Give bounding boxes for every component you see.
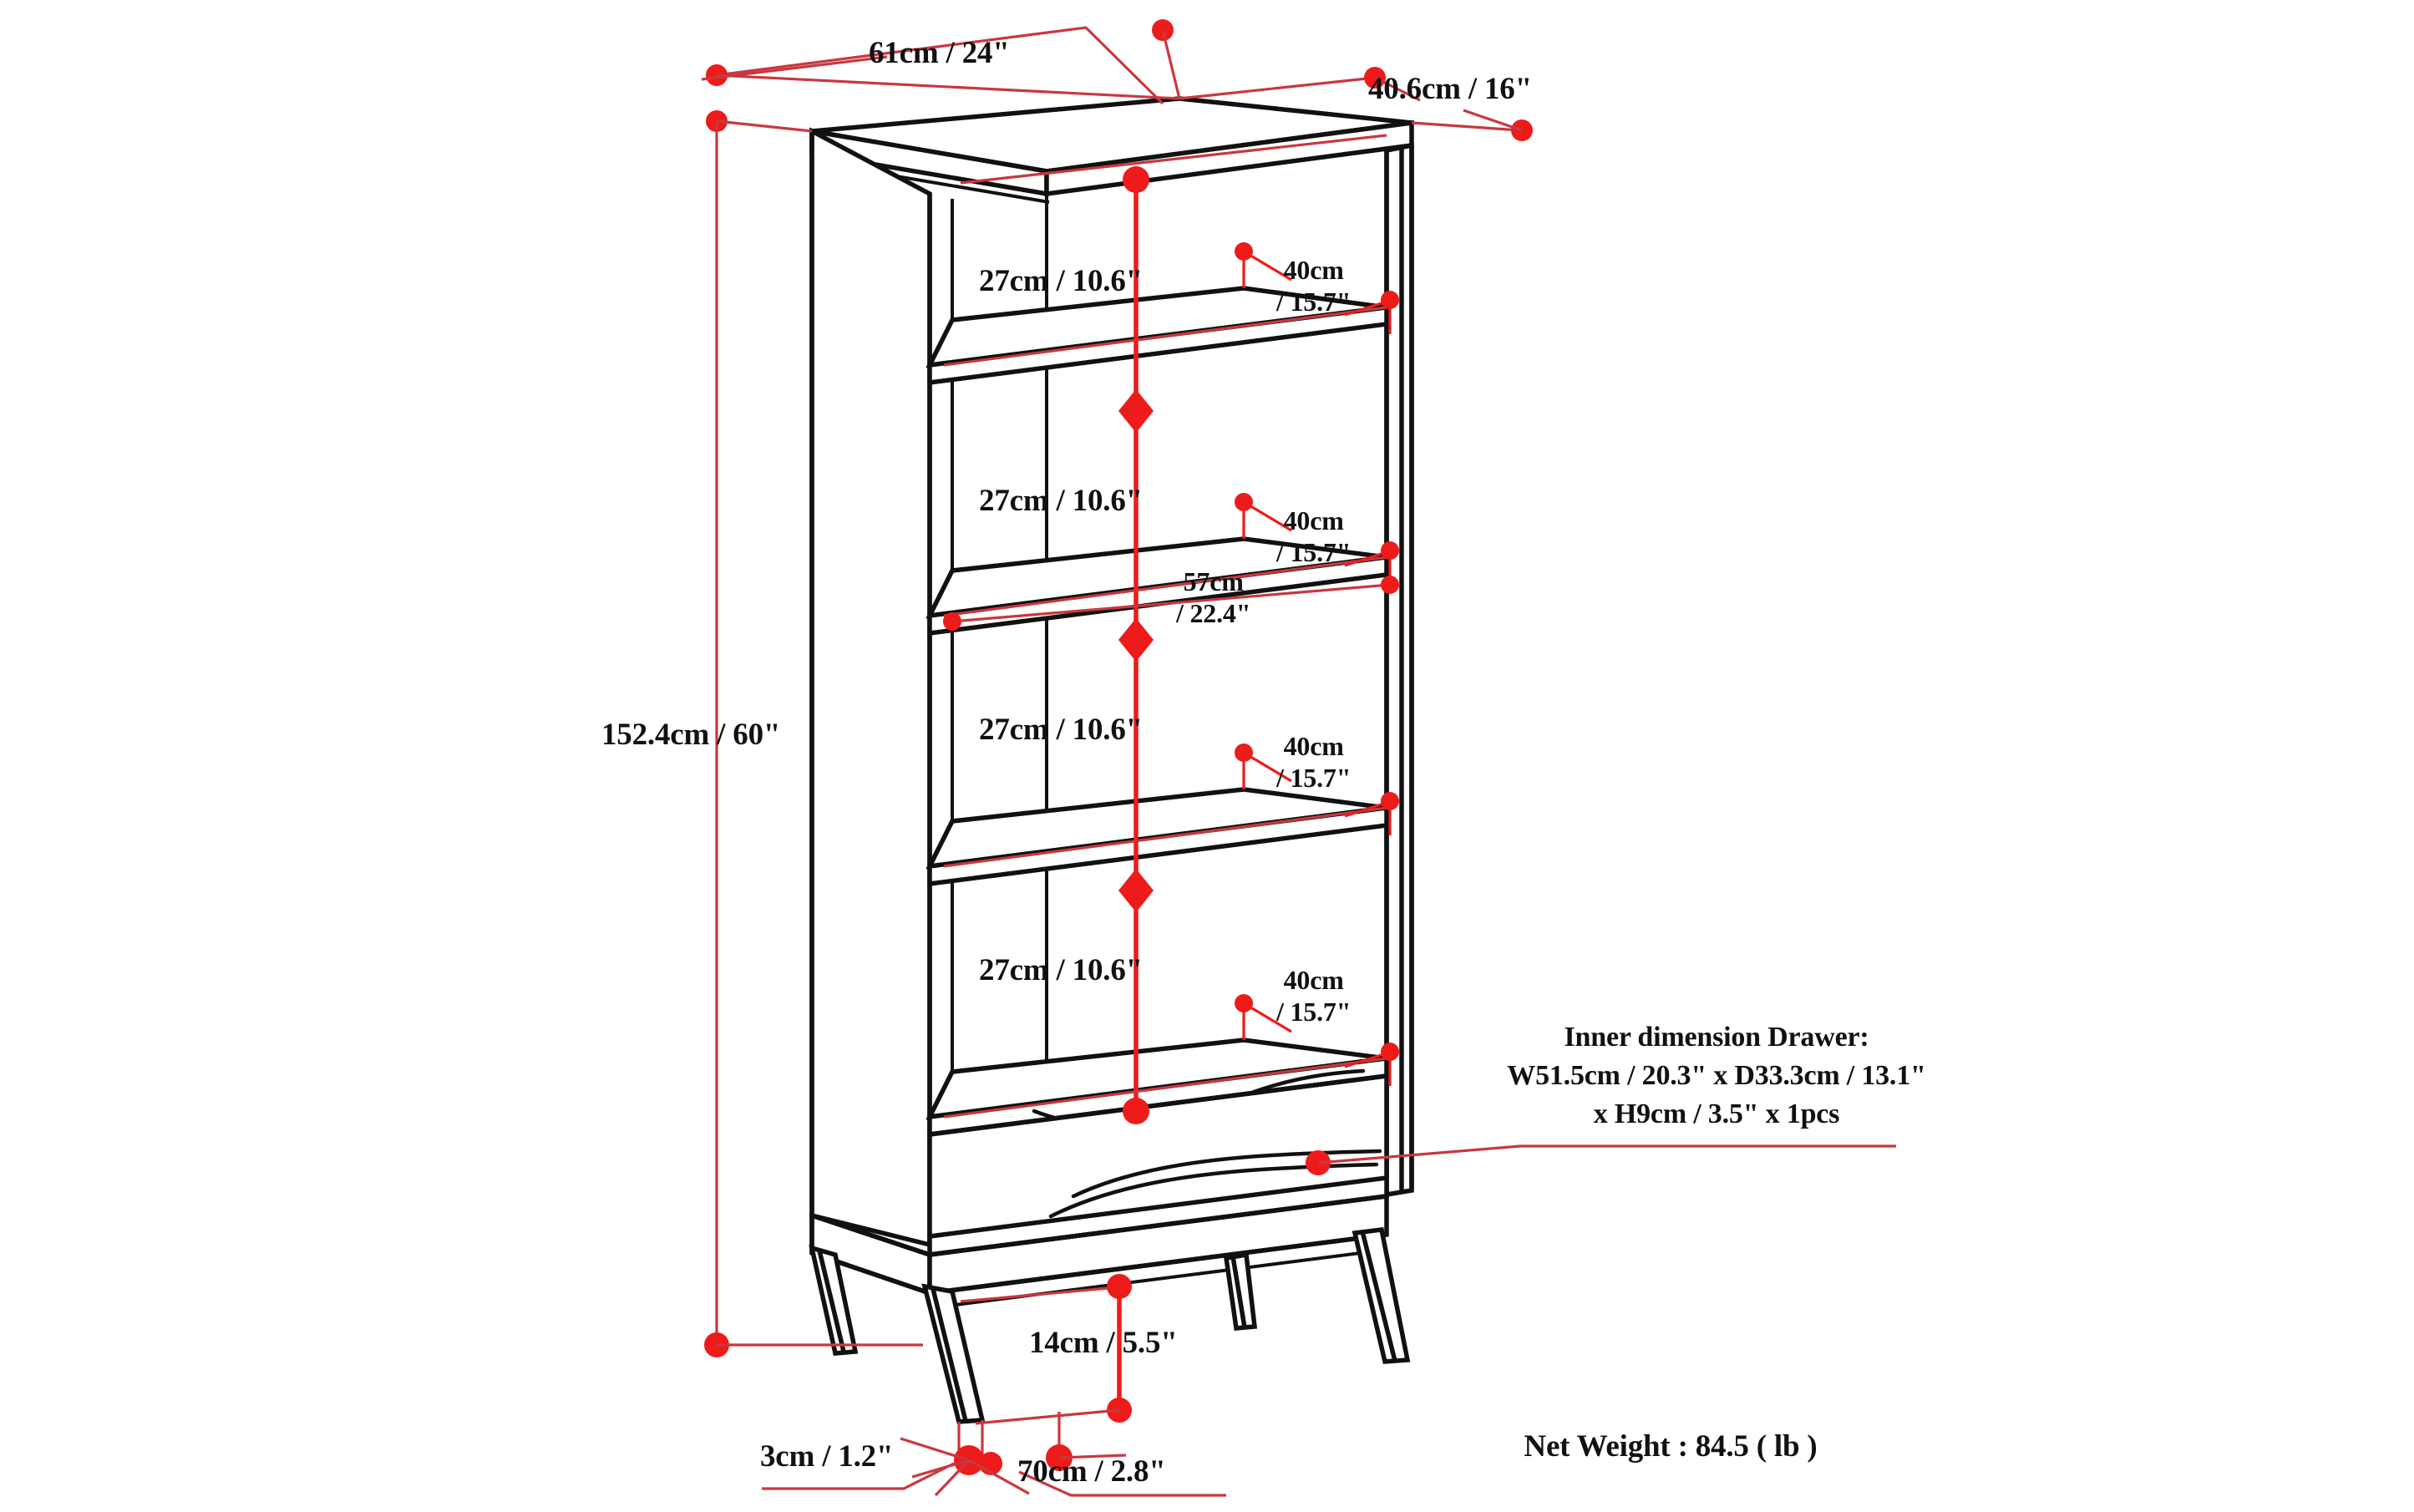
dim-overall-height	[704, 121, 923, 1357]
note-inner-drawer-line3: x H9cm / 3.5" x 1pcs	[1593, 1098, 1840, 1129]
label-shelf-depth-1: 40cm / 15.7"	[1276, 255, 1352, 317]
dim-width-top	[701, 19, 1181, 105]
label-overall-height: 152.4cm / 60"	[601, 718, 781, 752]
label-depth-top: 40.6cm / 16"	[1368, 72, 1532, 106]
dim-shelf-spacing-axis	[943, 134, 1387, 1124]
dim-shelf-depth-3	[1235, 743, 1399, 835]
label-leg-base: 70cm / 2.8"	[1017, 1454, 1166, 1489]
label-shelf-gap-4: 27cm / 10.6"	[979, 953, 1143, 987]
label-leg-height: 14cm / 5.5"	[1029, 1326, 1178, 1360]
note-inner-drawer-line2: W51.5cm / 20.3" x D33.3cm / 13.1"	[1507, 1060, 1926, 1091]
dim-shelf-depth-1	[1235, 242, 1399, 334]
label-shelf-width: 57cm / 22.4"	[1176, 566, 1251, 628]
label-shelf-depth-2: 40cm / 15.7"	[1276, 505, 1352, 567]
label-shelf-gap-3: 27cm / 10.6"	[979, 713, 1143, 747]
leg-front-right	[1352, 1226, 1411, 1364]
shelf-3	[926, 787, 1389, 887]
dim-shelf-depth-4	[1235, 994, 1399, 1086]
label-width-top: 61cm / 24"	[869, 36, 1010, 70]
dim-depth-top	[1179, 67, 1533, 141]
label-shelf-depth-4: 40cm / 15.7"	[1276, 965, 1352, 1027]
label-shelf-depth-3: 40cm / 15.7"	[1276, 731, 1352, 793]
leg-front-left	[921, 1283, 986, 1424]
label-leg-thickness: 3cm / 1.2"	[760, 1439, 894, 1474]
note-inner-drawer-line1: Inner dimension Drawer:	[1564, 1022, 1869, 1053]
label-shelf-gap-2: 27cm / 10.6"	[979, 484, 1143, 518]
leg-back-right	[1223, 1251, 1258, 1331]
dim-inner-drawer-leader	[1306, 1144, 1896, 1175]
dim-shelf-width	[943, 576, 1399, 631]
leg-back-left	[809, 1245, 859, 1356]
left-side-panel	[809, 127, 932, 1248]
dim-height-top-tick	[706, 110, 813, 133]
dim-leg-base	[762, 1412, 1226, 1497]
label-shelf-gap-1: 27cm / 10.6"	[979, 264, 1143, 298]
note-net-weight: Net Weight : 84.5 ( lb )	[1524, 1429, 1818, 1464]
shelf-1	[926, 286, 1389, 386]
dim-leg-height	[960, 1274, 1132, 1425]
